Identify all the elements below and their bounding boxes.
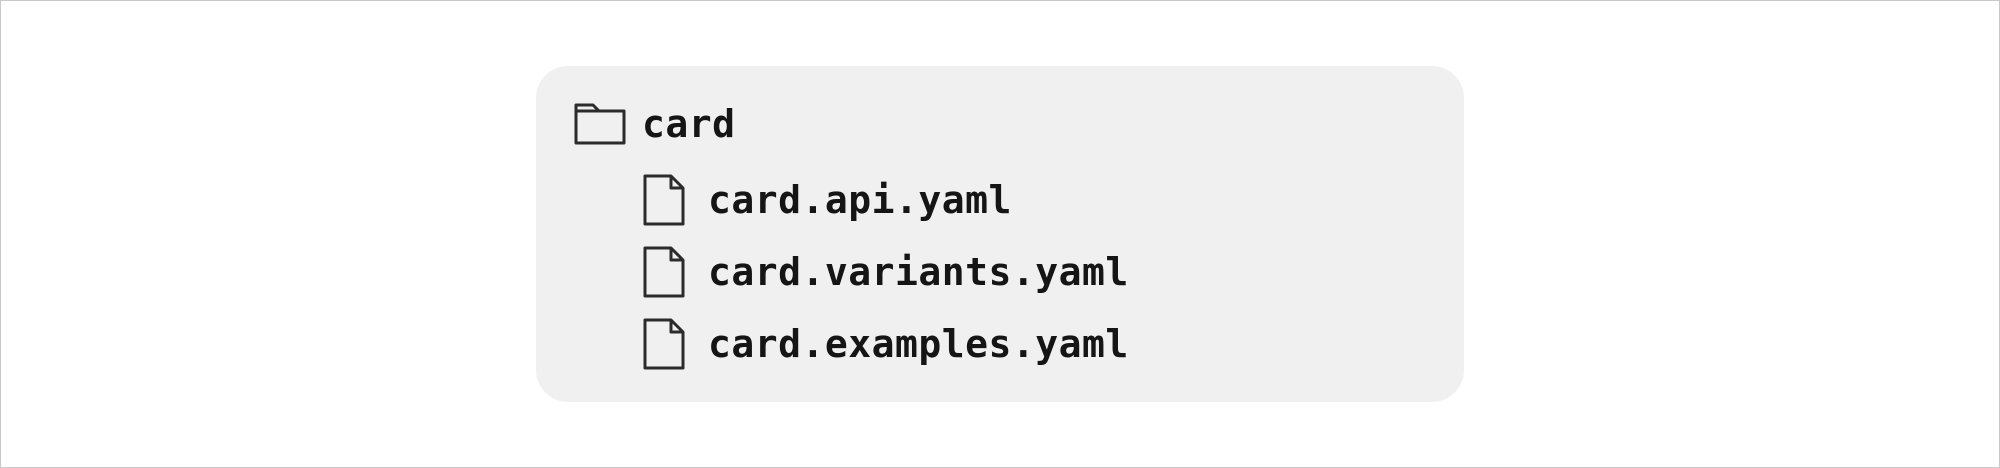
file-row-examples[interactable]: card.examples.yaml <box>642 316 1129 372</box>
folder-name: card <box>642 102 736 146</box>
file-row-variants[interactable]: card.variants.yaml <box>642 244 1129 300</box>
file-icon <box>642 317 686 371</box>
file-icon <box>642 173 686 227</box>
file-name: card.examples.yaml <box>708 322 1129 366</box>
folder-row-card[interactable]: card <box>574 100 736 148</box>
folder-icon <box>574 101 626 147</box>
file-tree: card card.api.yaml card.variants.yaml <box>536 66 1464 402</box>
file-row-api[interactable]: card.api.yaml <box>642 172 1012 228</box>
file-name: card.api.yaml <box>708 178 1012 222</box>
file-icon <box>642 245 686 299</box>
file-name: card.variants.yaml <box>708 250 1129 294</box>
